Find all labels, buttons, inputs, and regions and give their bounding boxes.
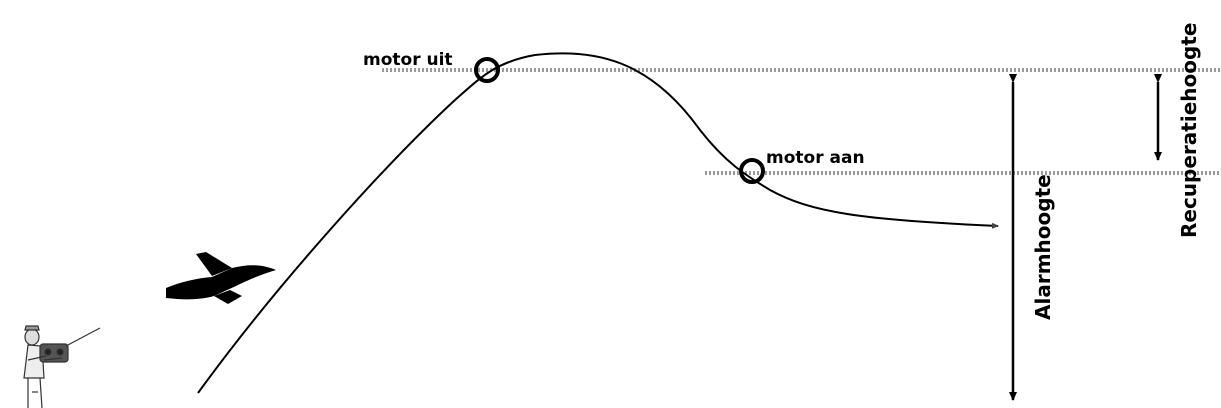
alarm-height-label: Alarmhoogte bbox=[1031, 174, 1055, 320]
motor-on-marker bbox=[739, 158, 765, 184]
motor-on-label: motor aan bbox=[766, 148, 865, 168]
motor-off-label: motor uit bbox=[363, 50, 453, 70]
recovery-height-label: Recuperatiehoogte bbox=[1177, 23, 1201, 238]
motor-off-marker bbox=[474, 57, 500, 83]
flight-path bbox=[197, 52, 999, 394]
airplane-silhouette-icon bbox=[166, 252, 276, 304]
rc-pilot-with-transmitter-icon bbox=[23, 325, 101, 408]
